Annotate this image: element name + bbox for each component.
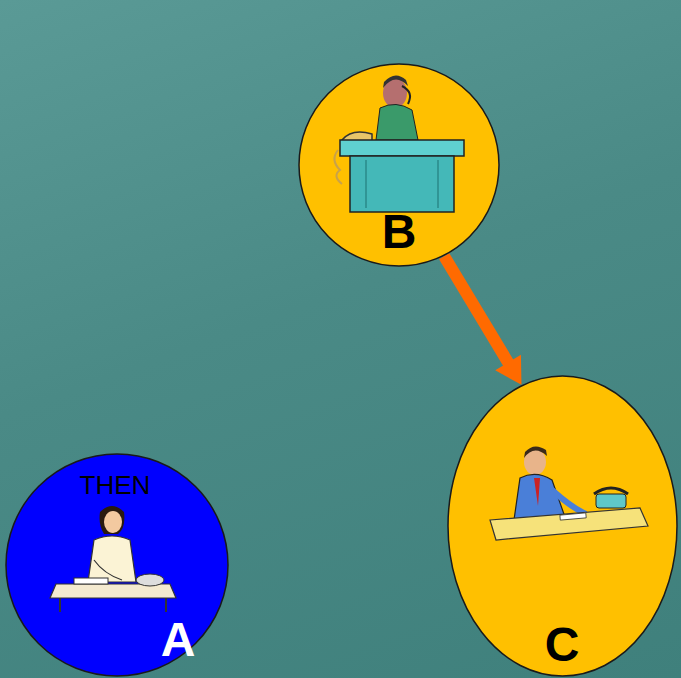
- woman-icon: [50, 506, 176, 612]
- step-word: THEN: [80, 472, 151, 498]
- circle-letter: A: [161, 616, 196, 664]
- arrow-shaft: [444, 256, 509, 364]
- man-icon: [490, 446, 648, 540]
- circle-node: THEN A: [5, 453, 229, 677]
- receptionist-icon: [334, 75, 464, 212]
- arrow-head: [495, 355, 521, 385]
- circle-letter: B: [382, 208, 417, 256]
- circle-node: B: [298, 63, 500, 267]
- circle-letter: C: [545, 621, 580, 669]
- circle-outline: [448, 376, 677, 676]
- circle-outline: [299, 64, 499, 266]
- flow-arrow: [444, 256, 521, 385]
- circle-outline: [6, 454, 228, 676]
- circle-node: C: [447, 375, 678, 677]
